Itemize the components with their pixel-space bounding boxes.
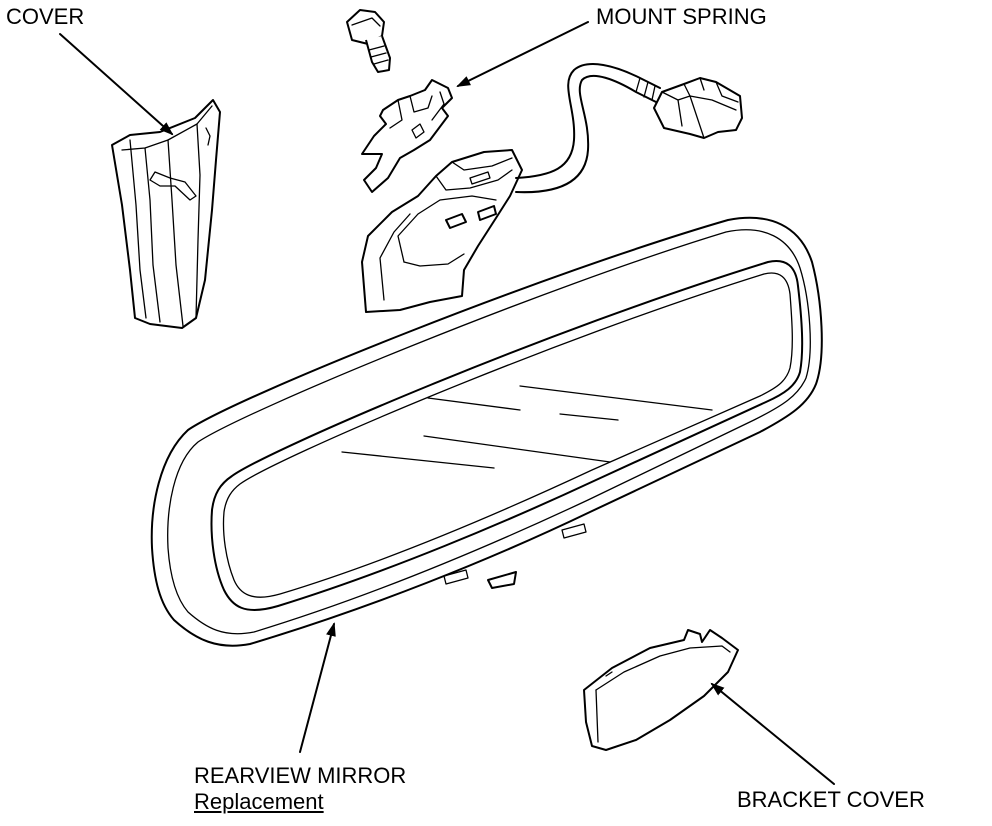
bracket-cover-part <box>583 629 739 751</box>
bracket-cover-leader-arrow <box>710 682 835 785</box>
mount-spring-label: MOUNT SPRING <box>596 4 767 29</box>
bolt-part <box>346 9 391 73</box>
rearview-mirror-body <box>150 216 823 647</box>
cover-leader-arrow <box>59 33 174 136</box>
rearview-mirror-label: REARVIEW MIRROR <box>194 763 407 788</box>
bracket-cover-label: BRACKET COVER <box>737 787 925 812</box>
rearview-mirror-leader-arrow <box>299 622 336 753</box>
cover-label: COVER <box>6 4 85 29</box>
cover-part <box>111 99 221 329</box>
wire-connector <box>653 77 743 139</box>
mirror-mount-stem <box>361 149 523 313</box>
wire-harness <box>515 63 661 194</box>
leader-lines <box>59 21 835 785</box>
mount-spring-part <box>361 79 453 193</box>
mount-spring-leader-arrow <box>456 21 589 87</box>
replacement-link[interactable]: Replacement <box>194 789 324 814</box>
